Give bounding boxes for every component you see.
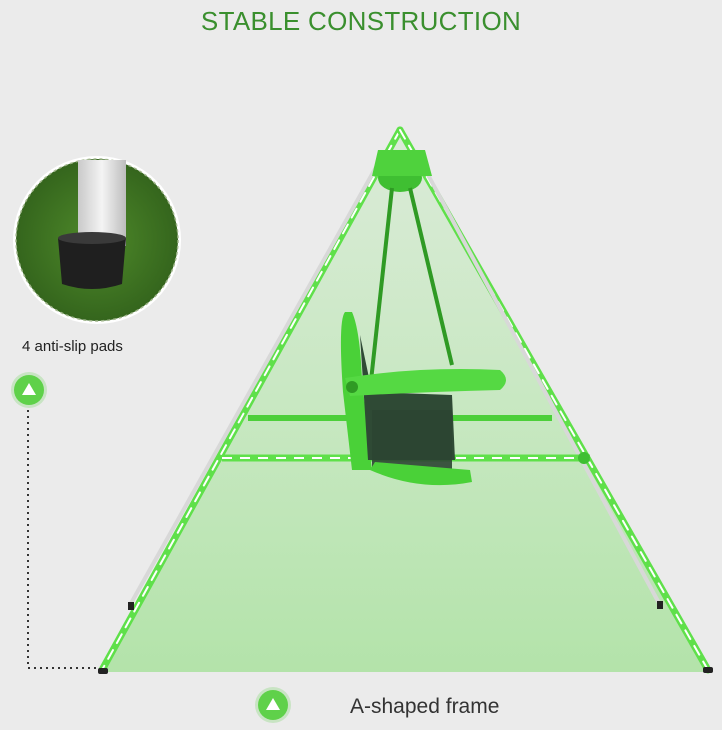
toddler-swing-seat <box>340 312 590 486</box>
top-bracket <box>372 150 432 192</box>
frame-legs <box>98 126 712 674</box>
anti-slip-pad-inset <box>13 156 181 324</box>
page-title: STABLE CONSTRUCTION <box>200 6 522 36</box>
triangle-badge-icon <box>258 690 288 720</box>
a-shaped-frame-label: A-shaped frame <box>350 695 500 718</box>
height-guide <box>27 410 98 669</box>
frame-feet <box>98 601 713 674</box>
swing-ropes <box>368 187 454 391</box>
triangle-badge-icon <box>14 375 44 405</box>
anti-slip-pads-label: 4 anti-slip pads <box>22 338 123 355</box>
